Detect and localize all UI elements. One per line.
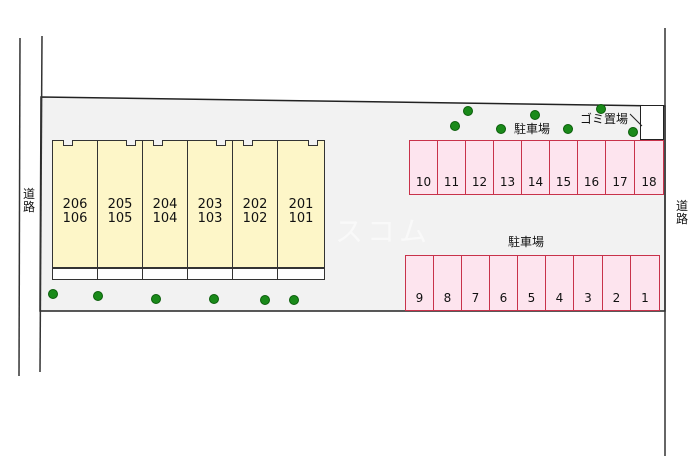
parking-upper-label: 駐車場 [514, 122, 551, 136]
parking-slot-16[interactable]: 16 [577, 140, 606, 195]
balcony-201-101 [277, 268, 325, 280]
parking-slot-17[interactable]: 17 [605, 140, 635, 195]
slot-number: 10 [415, 175, 432, 189]
balcony-205-105 [97, 268, 143, 280]
tree-icon [496, 124, 506, 134]
tree-icon [628, 127, 638, 137]
parking-lower-label: 駐車場 [508, 235, 545, 249]
slot-number: 1 [641, 291, 649, 305]
slot-number: 16 [583, 175, 600, 189]
slot-number: 11 [443, 175, 460, 189]
entrance-notch [153, 140, 163, 146]
parking-slot-15[interactable]: 15 [549, 140, 578, 195]
unit-upper-number: 202 [242, 197, 268, 212]
unit-lower-number: 101 [288, 211, 314, 226]
entrance-notch [126, 140, 136, 146]
slot-number: 8 [443, 291, 452, 305]
left-road-line-outer [18, 37, 21, 377]
slot-number: 3 [584, 291, 592, 305]
parking-slot-14[interactable]: 14 [521, 140, 550, 195]
slot-number: 17 [612, 175, 628, 189]
parking-slot-9[interactable]: 9 [405, 255, 434, 311]
parking-slot-10[interactable]: 10 [409, 140, 438, 195]
tree-icon [151, 294, 161, 304]
slot-number: 7 [471, 291, 480, 305]
right-road-label: 道路 [675, 199, 688, 226]
slot-number: 2 [612, 291, 621, 305]
balcony-206-106 [52, 268, 98, 280]
balcony-204-104 [142, 268, 188, 280]
parking-slot-11[interactable]: 11 [437, 140, 466, 195]
slot-number: 14 [527, 175, 544, 189]
unit-lower-number: 103 [197, 211, 223, 226]
entrance-notch [63, 140, 73, 146]
entrance-notch [308, 140, 318, 146]
unit-upper-number: 206 [62, 197, 88, 212]
parking-slot-8[interactable]: 8 [433, 255, 462, 311]
slot-number: 18 [641, 175, 657, 189]
tree-icon [48, 289, 58, 299]
tree-icon [209, 294, 219, 304]
slot-number: 12 [471, 175, 488, 189]
unit-upper-number: 205 [107, 197, 133, 212]
entrance-notch [216, 140, 226, 146]
left-road-line-inner [39, 35, 43, 373]
unit-upper-number: 203 [197, 197, 223, 212]
parking-slot-13[interactable]: 13 [493, 140, 522, 195]
garbage-area-label: ゴミ置場 [580, 112, 629, 126]
tree-icon [260, 295, 270, 305]
slot-number: 6 [499, 291, 508, 305]
balcony-202-102 [232, 268, 278, 280]
unit-upper-number: 204 [152, 197, 178, 212]
unit-lower-number: 106 [62, 211, 88, 226]
unit-lower-number: 105 [107, 211, 133, 226]
tree-icon [289, 295, 299, 305]
tree-icon [450, 121, 460, 131]
garbage-pointer-line [629, 113, 643, 127]
tree-icon [93, 291, 103, 301]
parking-slot-18[interactable]: 18 [634, 140, 664, 195]
watermark: スコム [335, 215, 432, 248]
tree-icon [463, 106, 473, 116]
slot-number: 4 [555, 291, 564, 305]
parking-slot-3[interactable]: 3 [573, 255, 603, 311]
entrance-notch [243, 140, 253, 146]
unit-upper-number: 201 [288, 197, 314, 212]
garbage-area [640, 105, 664, 140]
parking-slot-7[interactable]: 7 [461, 255, 490, 311]
balcony-203-103 [187, 268, 233, 280]
tree-icon [596, 104, 606, 114]
parking-slot-2[interactable]: 2 [602, 255, 631, 311]
parking-slot-1[interactable]: 1 [630, 255, 660, 311]
tree-icon [530, 110, 540, 120]
slot-number: 15 [555, 175, 572, 189]
parking-slot-6[interactable]: 6 [489, 255, 518, 311]
unit-lower-number: 104 [152, 211, 178, 226]
slot-number: 9 [415, 291, 424, 305]
slot-number: 5 [527, 291, 536, 305]
parking-slot-5[interactable]: 5 [517, 255, 546, 311]
slot-number: 13 [499, 175, 516, 189]
parking-slot-4[interactable]: 4 [545, 255, 574, 311]
tree-icon [563, 124, 573, 134]
unit-lower-number: 102 [242, 211, 268, 226]
left-road-label: 道路 [22, 187, 35, 214]
parking-slot-12[interactable]: 12 [465, 140, 494, 195]
